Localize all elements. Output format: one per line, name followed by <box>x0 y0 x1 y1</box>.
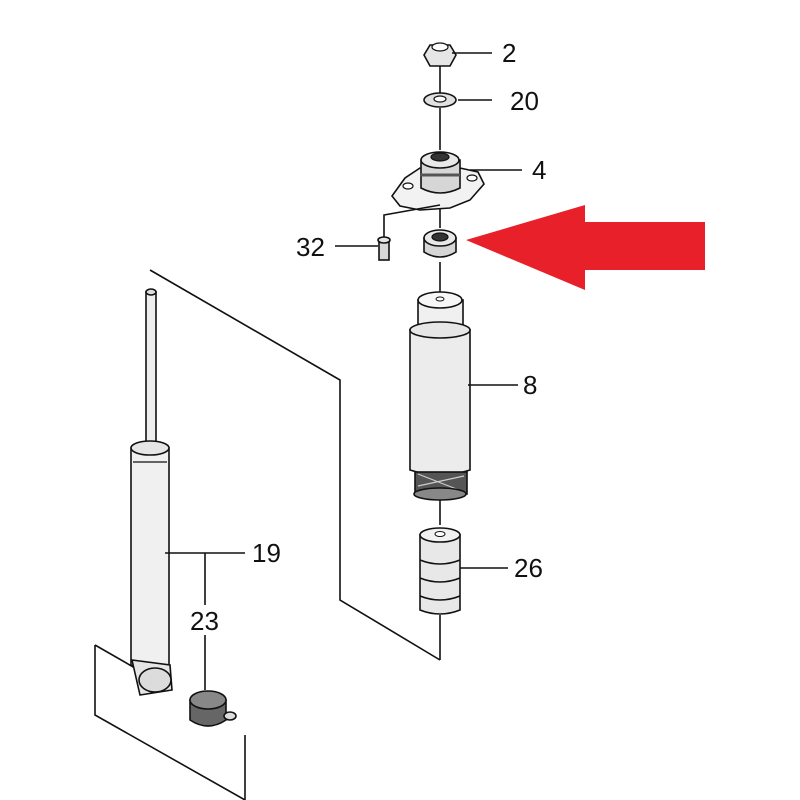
bushing-part <box>423 229 457 258</box>
red-pointer-arrow-icon <box>466 205 705 290</box>
label-26: 26 <box>514 553 543 583</box>
callout-labels: 2 20 4 32 8 19 23 26 <box>190 38 546 636</box>
leader-lines <box>165 52 522 690</box>
nut-part <box>423 42 457 67</box>
dust-boot-part <box>409 291 471 501</box>
assembly-outline <box>94 269 441 800</box>
label-23: 23 <box>190 606 219 636</box>
label-4: 4 <box>532 155 546 185</box>
label-19: 19 <box>252 538 281 568</box>
label-2: 2 <box>502 38 516 68</box>
bolt-part <box>377 204 441 261</box>
label-32: 32 <box>296 232 325 262</box>
lower-bushing-part <box>189 690 237 727</box>
top-mount-part <box>390 151 485 211</box>
label-20: 20 <box>510 86 539 116</box>
label-8: 8 <box>523 370 537 400</box>
shock-absorber-part <box>130 288 173 696</box>
washer-part <box>423 92 457 108</box>
bump-stop-part <box>419 527 461 615</box>
